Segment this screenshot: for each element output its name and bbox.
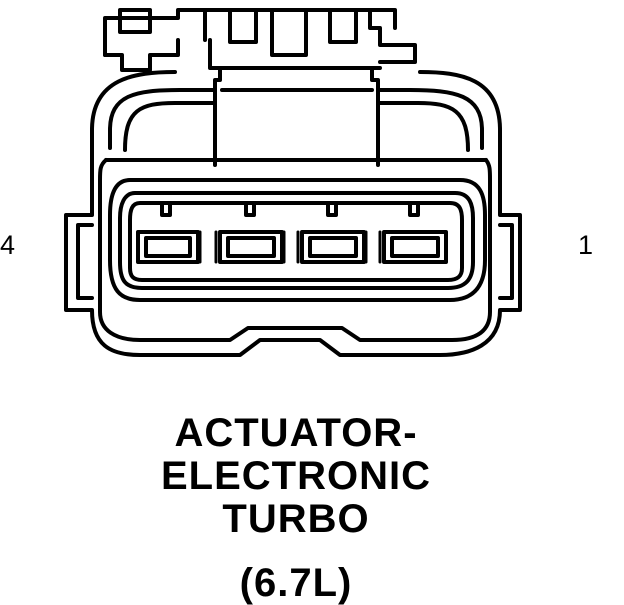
caption-line-4: (6.7L) bbox=[239, 561, 353, 605]
cavity-frame bbox=[108, 178, 487, 302]
cavity-1 bbox=[382, 201, 448, 264]
pin-label-left: 4 bbox=[0, 230, 16, 260]
caption-line-1: ACTUATOR- bbox=[174, 411, 418, 455]
cavity-3 bbox=[218, 201, 284, 264]
caption-line-2: ELECTRONIC bbox=[161, 454, 431, 498]
cavity-4 bbox=[136, 201, 200, 264]
connector-latch bbox=[103, 8, 417, 167]
cavity-2 bbox=[300, 201, 366, 264]
pin-cavities bbox=[136, 201, 448, 264]
connector-housing bbox=[64, 70, 522, 357]
caption-line-3: TURBO bbox=[222, 497, 370, 541]
pin-label-right: 1 bbox=[578, 230, 594, 260]
